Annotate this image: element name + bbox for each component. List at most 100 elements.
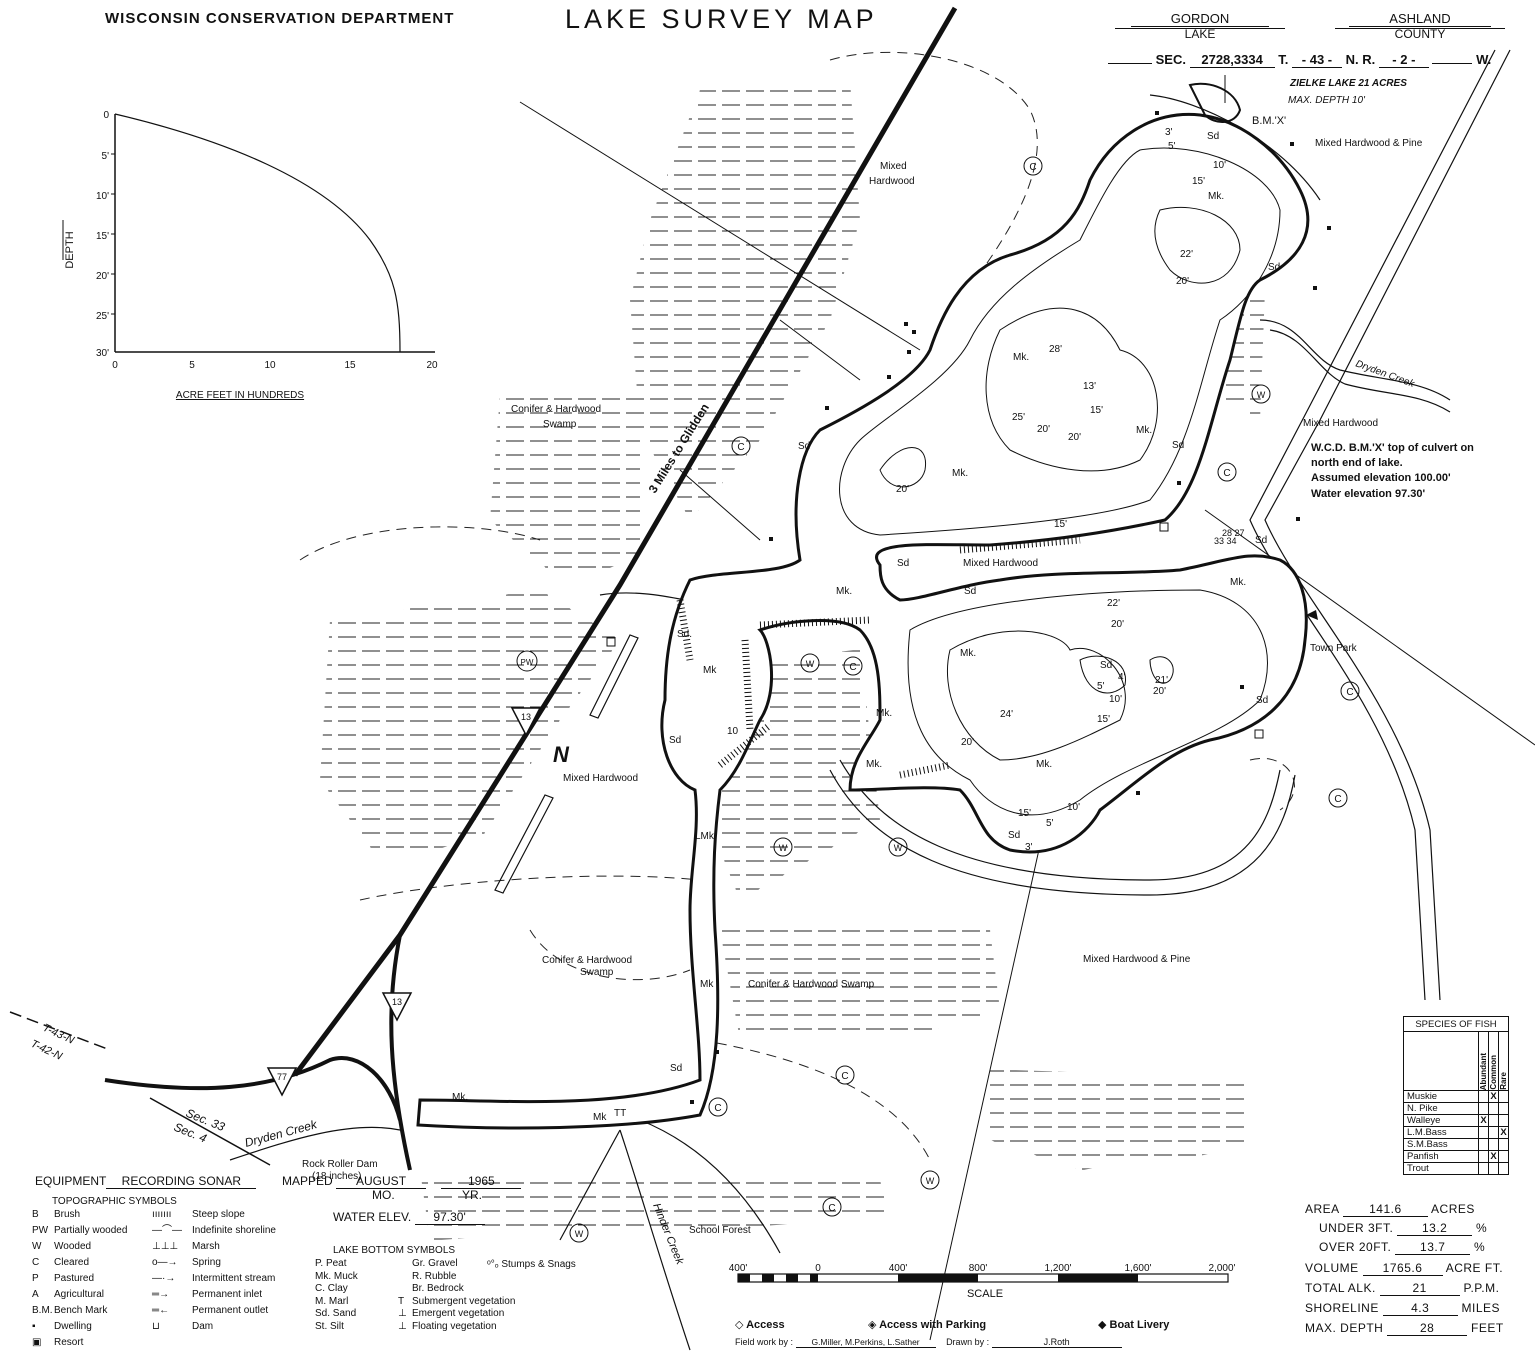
highway-shield-13a: 13 <box>510 707 542 737</box>
svg-text:W: W <box>575 1229 584 1239</box>
symbol-cleared: C <box>708 1097 728 1117</box>
svg-text:Sd: Sd <box>1268 262 1280 273</box>
drawn-by-label: Drawn by : <box>946 1337 990 1347</box>
label-bench-mark: B.M.'X' <box>1252 115 1286 127</box>
highway-13-south <box>389 934 412 1171</box>
county-label: COUNTY <box>1335 28 1505 40</box>
label-swamp: Swamp <box>543 419 577 430</box>
svg-text:15': 15' <box>1018 808 1031 819</box>
legend-floating: ⊥Floating vegetation <box>398 1320 497 1332</box>
svg-text:20': 20' <box>1111 619 1124 630</box>
y-tick: 5' <box>102 151 110 162</box>
drawn-by-value: J.Roth <box>991 1337 1122 1348</box>
svg-text:Sd: Sd <box>897 558 909 569</box>
label-town-park: Town Park <box>1310 643 1358 654</box>
legend-boat-livery: ◆ Boat Livery <box>1098 1319 1170 1331</box>
fish-row: N. Pike <box>1403 1102 1509 1115</box>
label-conifer-swamp-south: Conifer & Hardwood <box>542 955 632 966</box>
y-tick: 30' <box>96 348 109 359</box>
dryden-creek-west <box>229 1126 401 1161</box>
svg-text:15': 15' <box>1192 176 1205 187</box>
svg-text:28': 28' <box>1049 344 1062 355</box>
t-value: - 43 - <box>1291 52 1342 68</box>
section-line-east <box>1204 509 1535 746</box>
svg-text:4': 4' <box>1118 672 1126 683</box>
legend-access: ◇ Access <box>735 1319 785 1331</box>
svg-text:Mk.: Mk. <box>1208 191 1224 202</box>
benchmark-note-line2: north end of lake. <box>1311 457 1403 469</box>
svg-text:10: 10 <box>727 726 739 737</box>
highway-13-glidden <box>293 6 958 1077</box>
shield-label: 77 <box>277 1072 287 1082</box>
lake-statistics: AREA 141.6 ACRES UNDER 3FT. 13.2 % OVER … <box>1305 1202 1520 1341</box>
symbol-wooded: W <box>800 653 820 673</box>
svg-text:Mk.: Mk. <box>952 468 968 479</box>
stat-shoreline: SHORELINE 4.3 MILES <box>1305 1301 1501 1316</box>
depth-capacity-curve: DEPTH 0 5' 10' 15' 20' 25' 30' 0 5 10 15… <box>62 110 438 401</box>
benchmark-note-line3: Assumed elevation 100.00' <box>1311 472 1451 484</box>
field-work-label: Field work by : <box>735 1337 794 1347</box>
svg-text:22': 22' <box>1180 249 1193 260</box>
svg-text:5': 5' <box>1097 681 1105 692</box>
legend-gravel: Gr. Gravel <box>412 1258 458 1269</box>
symbol-cleared: C <box>1217 462 1237 482</box>
equipment-value: RECORDING SONAR <box>106 1174 257 1189</box>
scale-tick: 0 <box>815 1263 821 1274</box>
svg-text:20': 20' <box>896 484 909 495</box>
marsh-area-sw <box>420 1170 890 1240</box>
gordon-lake-shoreline <box>416 112 1310 1130</box>
symbol-cleared: C <box>843 656 863 676</box>
access-icon: ◇ <box>735 1319 747 1331</box>
bottom-type-marks: Mk. Mk. Mk. Mk. Mk. Mk. Mk. Mk. Mk Mk. M… <box>452 131 1280 1123</box>
svg-text:21': 21' <box>1155 675 1168 686</box>
legend-indefinite-shoreline: —⌒—Indefinite shoreline <box>152 1225 276 1236</box>
svg-text:10': 10' <box>1109 694 1122 705</box>
symbol-cleared: C <box>822 1197 842 1217</box>
yr-label: YR. <box>462 1188 483 1202</box>
curve-x-ticks: 0 5 10 15 20 <box>112 360 438 371</box>
symbol-wooded: W <box>1251 384 1271 404</box>
legend-intermittent-stream: —·→Intermittent stream <box>152 1273 276 1284</box>
stat-max-depth: MAX. DEPTH 28 FEET <box>1305 1321 1504 1336</box>
lake-name-block: GORDON LAKE <box>1105 10 1295 40</box>
svg-text:15': 15' <box>1097 714 1110 725</box>
symbol-cleared: C <box>731 436 751 456</box>
svg-text:C: C <box>1029 162 1036 173</box>
svg-text:Mk: Mk <box>700 979 714 990</box>
section-line <box>149 1097 271 1166</box>
svg-text:20': 20' <box>1068 432 1081 443</box>
svg-text:Mk.: Mk. <box>1036 759 1052 770</box>
resort-marker <box>1254 729 1264 739</box>
svg-text:Mk.: Mk. <box>876 708 892 719</box>
sec-value: 2728,3334 <box>1189 52 1275 68</box>
fish-row: S.M.Bass <box>1403 1138 1509 1151</box>
label-mixed-hardwood-peninsula: Mixed Hardwood <box>963 558 1038 569</box>
svg-text:Sd: Sd <box>798 441 810 452</box>
legend-peat: P. Peat <box>315 1258 347 1269</box>
scale-tick: 1,600' <box>1125 1263 1152 1274</box>
section-corner-label: 28 27 <box>1222 528 1245 538</box>
field-work-value: G.Miller, M.Perkins, L.Sather <box>795 1337 936 1348</box>
curve-y-ticks: 0 5' 10' 15' 20' 25' 30' <box>96 110 115 359</box>
svg-text:C: C <box>828 1203 835 1214</box>
svg-text:22': 22' <box>1107 598 1120 609</box>
svg-text:PW: PW <box>521 658 534 667</box>
x-tick: 0 <box>112 360 118 371</box>
legend-emergent: ⊥Emergent vegetation <box>398 1308 505 1319</box>
fish-table-title: SPECIES OF FISH <box>1403 1016 1509 1032</box>
scale-tick: 400' <box>729 1263 748 1274</box>
mo-label: MO. <box>372 1188 395 1202</box>
svg-text:C: C <box>1223 468 1230 479</box>
symbol-cleared: C <box>1328 788 1348 808</box>
symbol-wooded: W <box>920 1170 940 1190</box>
svg-text:Sd: Sd <box>1172 440 1184 451</box>
equipment-label: EQUIPMENT <box>35 1174 107 1188</box>
legend-muck: Mk. Muck <box>315 1270 358 1282</box>
lake-label: LAKE <box>1115 28 1285 40</box>
svg-text:15': 15' <box>1054 519 1067 530</box>
shield-label: 13 <box>392 997 402 1007</box>
stat-under-3ft: UNDER 3FT. 13.2 % <box>1319 1221 1488 1236</box>
species-of-fish-panel: SPECIES OF FISH Abundant Common Rare Mus… <box>1403 1016 1509 1175</box>
svg-text:Mk.: Mk. <box>866 759 882 770</box>
